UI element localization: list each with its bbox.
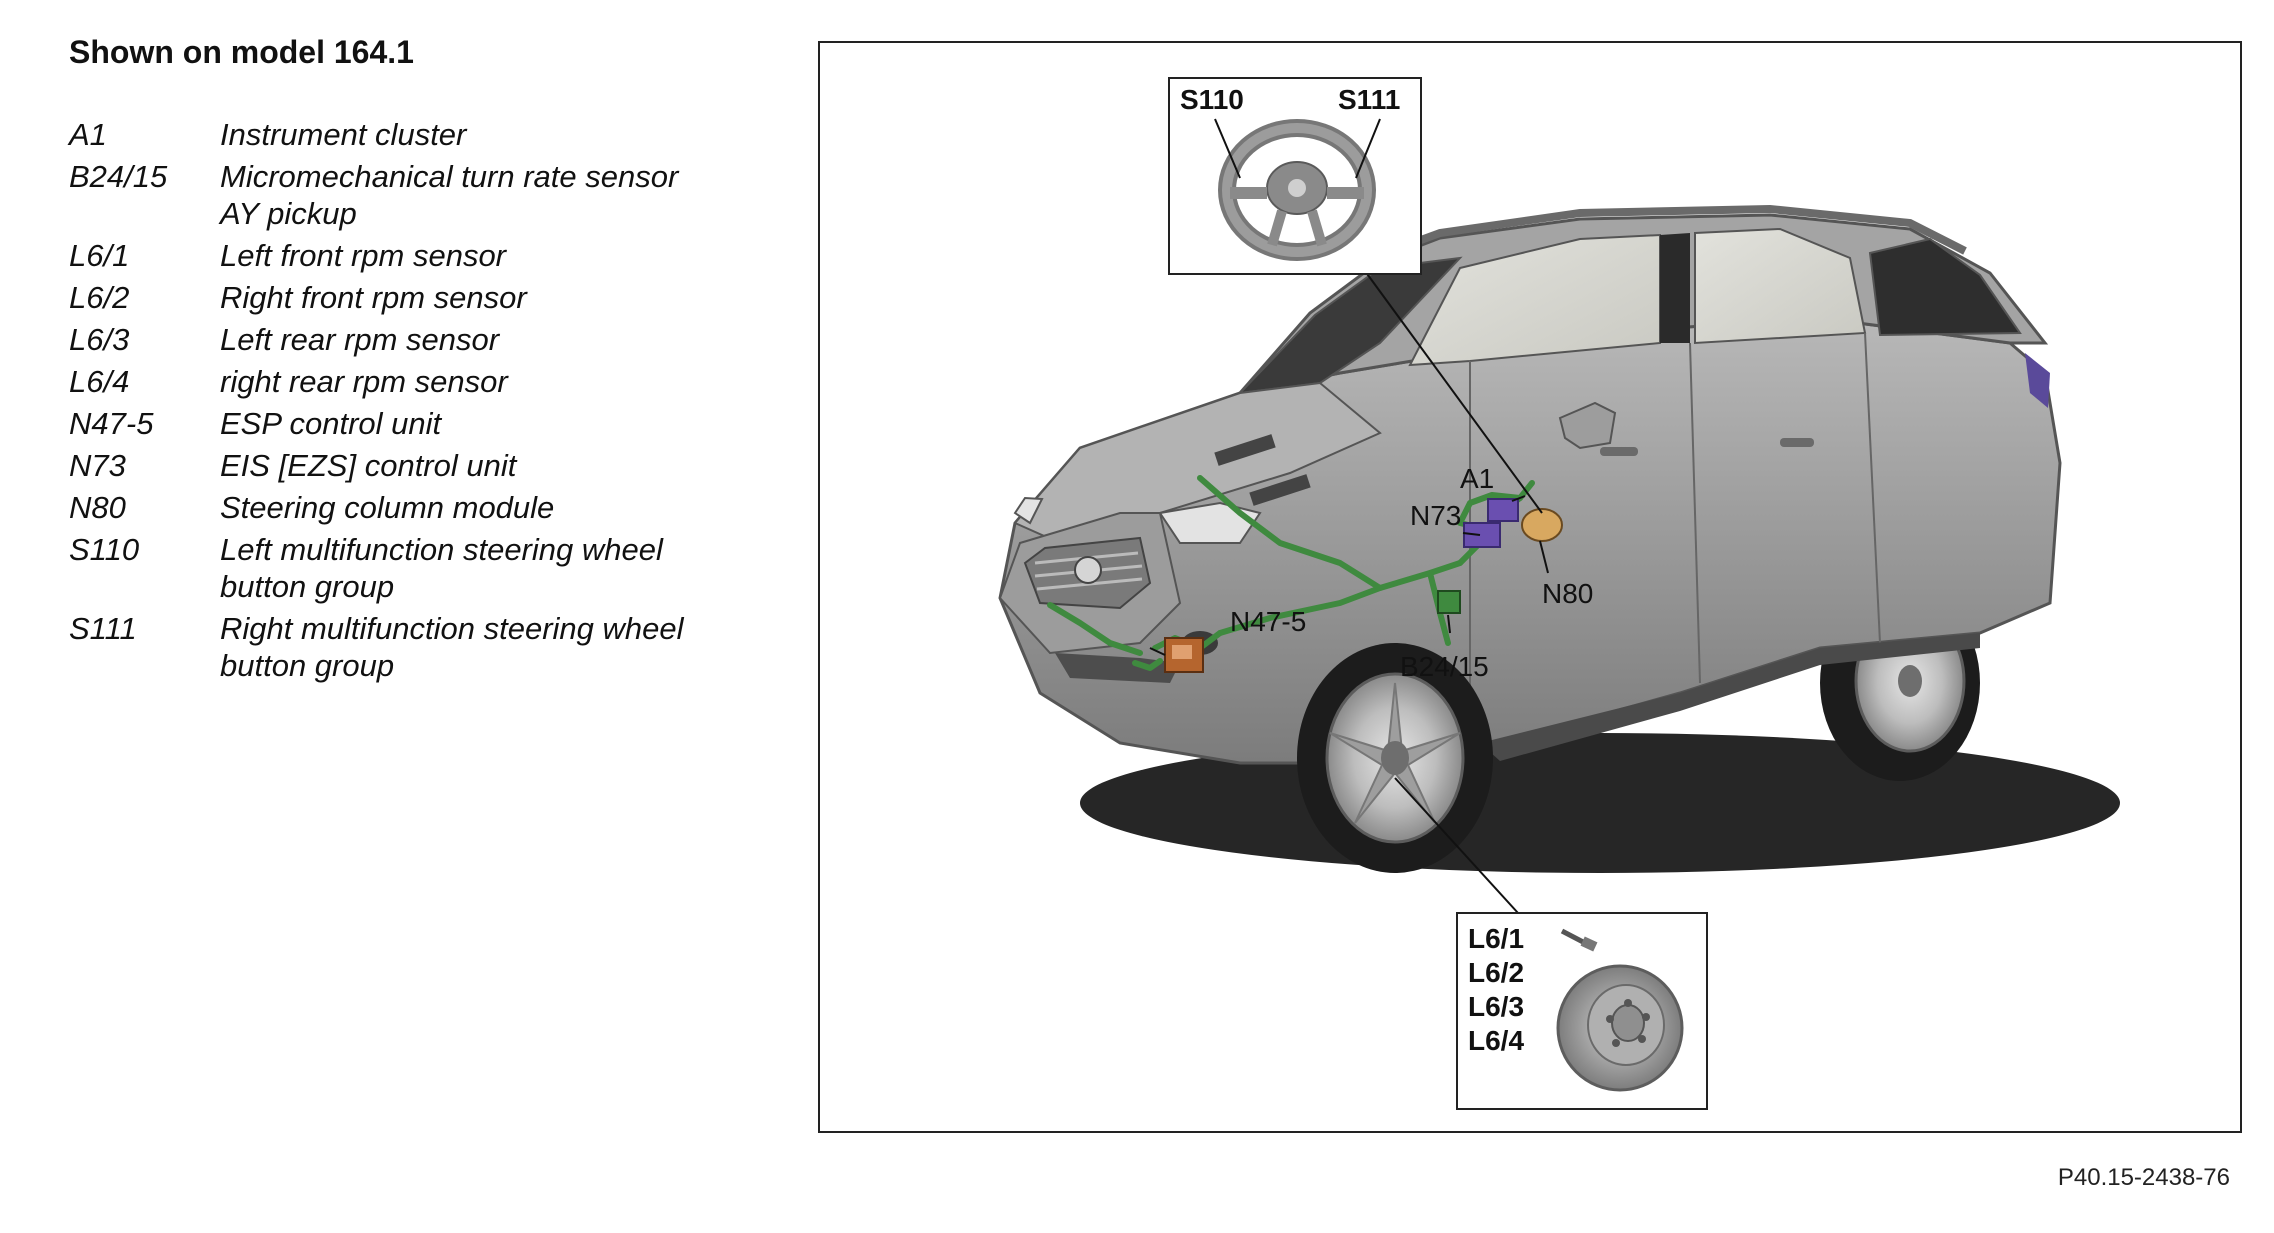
callout-s110: S110 — [1180, 84, 1244, 115]
figure-reference-number: P40.15-2438-76 — [2057, 1164, 2230, 1191]
callout-b24-15: B24/15 — [1400, 651, 1489, 682]
steering-wheel-inset: S110 S111 — [1168, 77, 1422, 275]
callout-l6-2: L6/2 — [1468, 957, 1524, 988]
callout-n47-5: N47-5 — [1230, 606, 1306, 637]
legend-item-l6-3: L6/3 Left rear rpm sensor — [69, 321, 769, 358]
legend-description: Right front rpm sensor — [220, 280, 527, 315]
legend-code: L6/2 — [69, 280, 130, 315]
callout-l6-3: L6/3 — [1468, 991, 1524, 1022]
legend-description: Left front rpm sensor — [220, 238, 507, 273]
legend-item-l6-1: L6/1 Left front rpm sensor — [69, 237, 769, 274]
steering-wheel-icon — [1218, 119, 1376, 261]
callout-l6-4: L6/4 — [1468, 1025, 1524, 1056]
legend-item-n73: N73 EIS [EZS] control unit — [69, 447, 769, 484]
legend-code: B24/15 — [69, 159, 168, 194]
callout-l6-1: L6/1 — [1468, 923, 1524, 954]
legend-code: L6/4 — [69, 364, 130, 399]
legend-item-s110: S110 Left multifunction steering wheel b… — [69, 531, 769, 605]
legend-title: Shown on model 164.1 — [69, 34, 414, 70]
legend-description: Left rear rpm sensor — [220, 322, 500, 357]
vehicle-diagram: A1 N73 N80 N47-5 B24/15 S110 S111 — [998, 77, 2120, 1110]
turn-rate-sensor-marker — [1437, 590, 1461, 614]
figure-frame: A1 N73 N80 N47-5 B24/15 S110 S111 — [818, 41, 2242, 1133]
legend-item-l6-2: L6/2 Right front rpm sensor — [69, 279, 769, 316]
legend-code: L6/1 — [69, 238, 130, 273]
leader-lines — [1149, 270, 1549, 914]
legend-description: Left multifunction steering wheel button… — [220, 532, 663, 604]
legend-description: Right multifunction steering wheel butto… — [220, 611, 684, 683]
legend-code: S111 — [69, 611, 137, 646]
legend-item-l6-4: L6/4 right rear rpm sensor — [69, 363, 769, 400]
callout-a1: A1 — [1460, 463, 1494, 494]
rpm-sensor-inset: L6/1 L6/2 L6/3 L6/4 — [1456, 912, 1708, 1110]
legend-code: L6/3 — [69, 322, 130, 357]
legend-description: EIS [EZS] control unit — [220, 448, 517, 483]
legend-code: N80 — [69, 490, 126, 525]
legend-code: N73 — [69, 448, 126, 483]
callout-n73: N73 — [1410, 500, 1461, 531]
legend-item-s111: S111 Right multifunction steering wheel … — [69, 610, 769, 684]
brake-disc-icon — [1556, 964, 1684, 1092]
front-wheel — [1297, 643, 1493, 873]
legend-code: S110 — [69, 532, 140, 567]
esp-control-unit-marker — [1164, 637, 1204, 673]
callout-n80: N80 — [1542, 578, 1593, 609]
legend-description: Micromechanical turn rate sensor AY pick… — [220, 159, 679, 231]
eis-control-unit-marker — [1463, 522, 1501, 548]
legend-item-a1: A1 Instrument cluster — [69, 116, 769, 153]
rpm-sensor-probe-icon — [1560, 928, 1598, 952]
legend-item-n80: N80 Steering column module — [69, 489, 769, 526]
legend-code: A1 — [69, 117, 107, 152]
legend-description: Instrument cluster — [220, 117, 467, 152]
steering-column-marker — [1521, 508, 1563, 542]
legend-item-b24-15: B24/15 Micromechanical turn rate sensor … — [69, 158, 769, 232]
callout-s111: S111 — [1338, 84, 1400, 115]
legend-item-n47-5: N47-5 ESP control unit — [69, 405, 769, 442]
car-body — [998, 204, 2062, 765]
legend-description: right rear rpm sensor — [220, 364, 508, 399]
legend-description: ESP control unit — [220, 406, 442, 441]
legend-code: N47-5 — [69, 406, 154, 441]
legend-list: A1 Instrument cluster B24/15 Micromechan… — [69, 116, 769, 689]
instrument-cluster-marker — [1487, 498, 1519, 522]
legend-description: Steering column module — [220, 490, 555, 525]
